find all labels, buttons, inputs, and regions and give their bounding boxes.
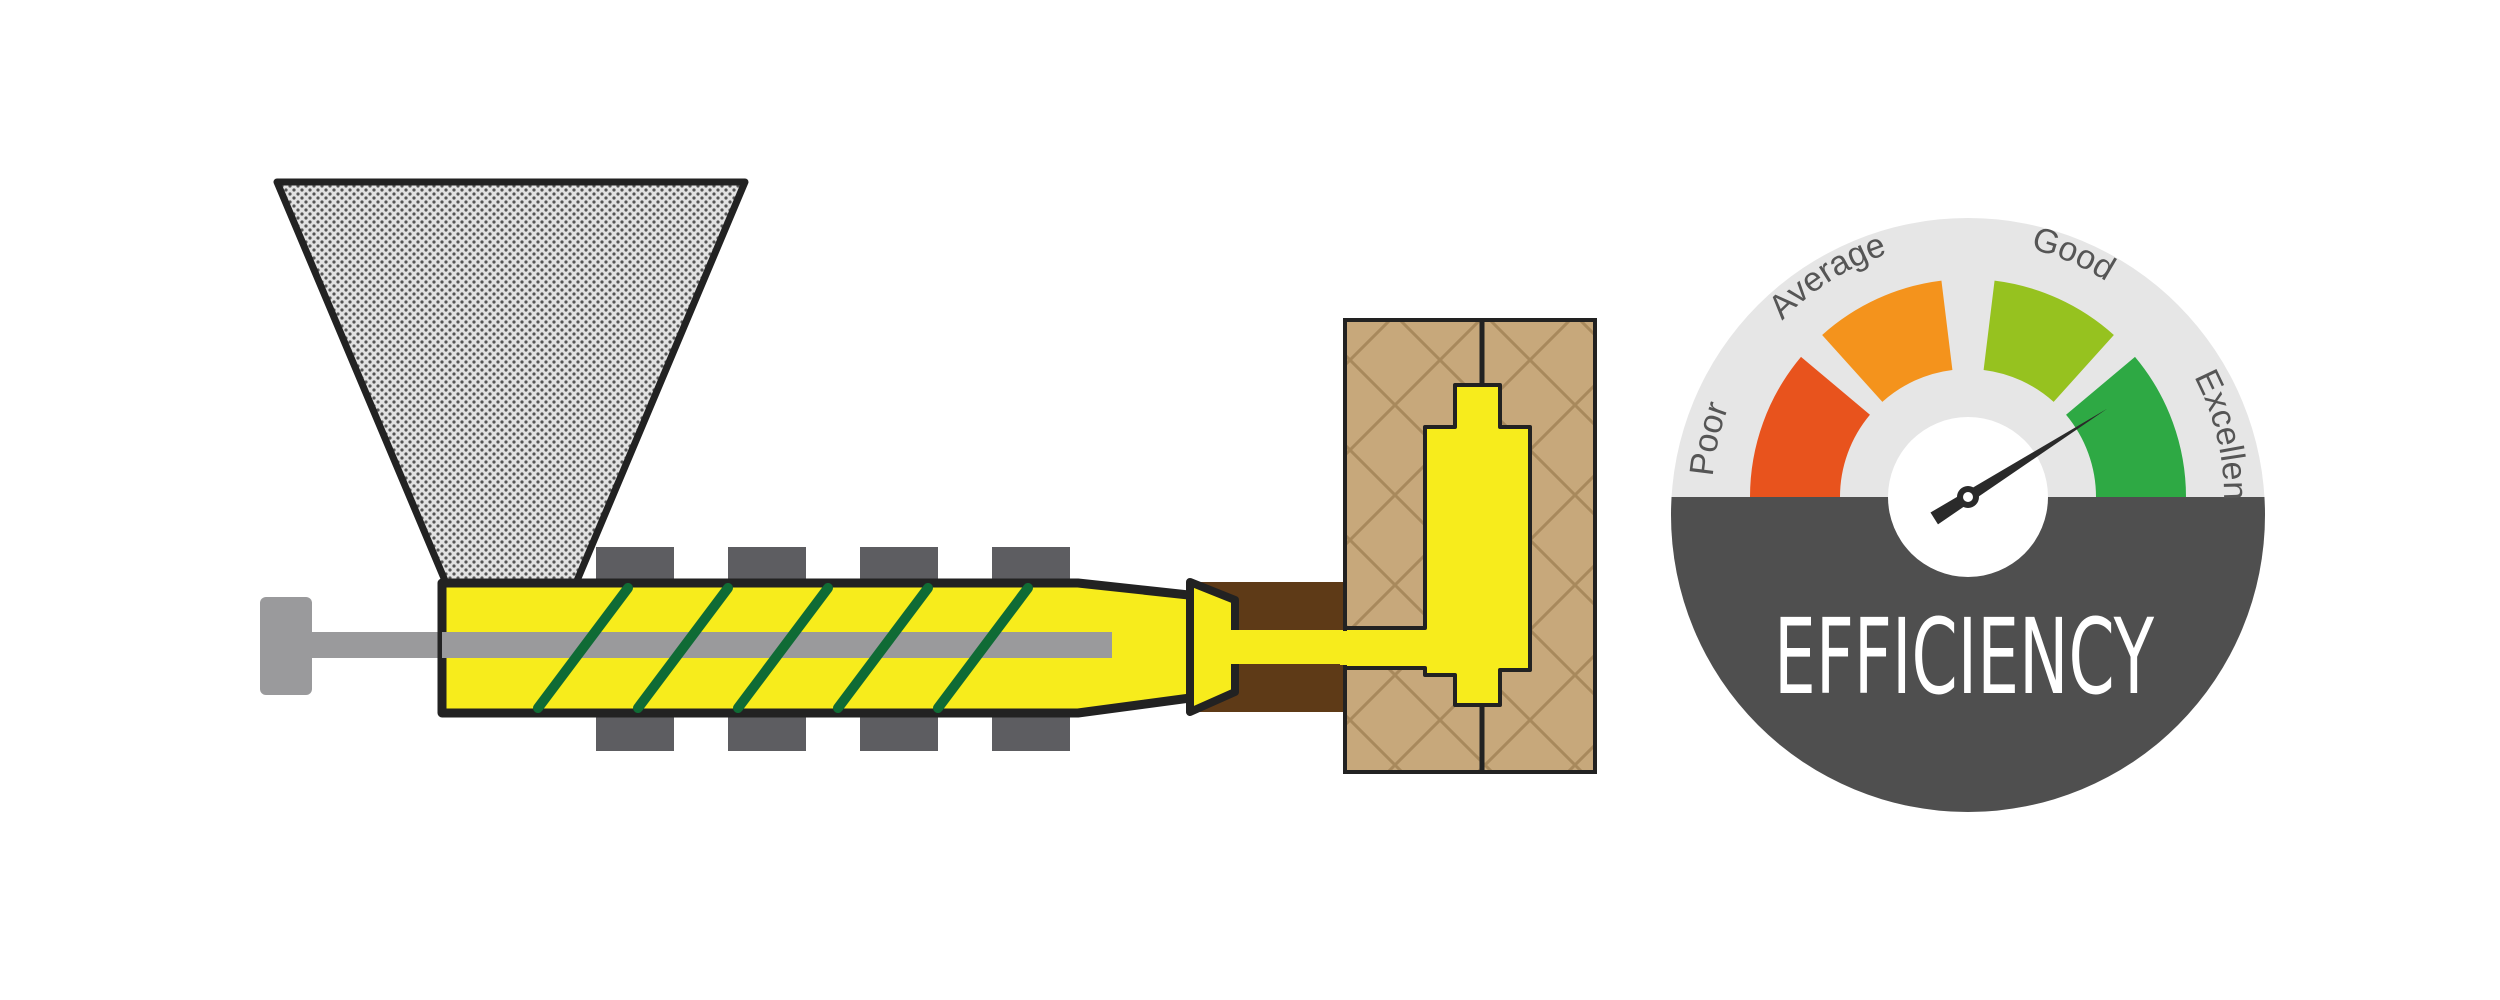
mold-icon (1340, 318, 1597, 774)
gauge-segment-excellent (2066, 356, 2186, 497)
screw-icon (533, 583, 1033, 713)
injection-machine (260, 178, 1597, 774)
screw-flight-3 (733, 583, 833, 713)
gauge-segment-poor (1750, 356, 1870, 497)
nozzle-block (1186, 578, 1346, 716)
screw-flight-2 (633, 583, 733, 713)
screw-flight-4 (833, 583, 933, 713)
hopper-icon (273, 178, 749, 587)
screw-handle-icon (260, 597, 450, 695)
barrel-icon (437, 578, 1240, 718)
mold-cavity (1343, 383, 1532, 707)
gauge-segment-good (1983, 280, 2114, 402)
gauge-segment-average (1822, 280, 1953, 402)
gauge-needle-icon (1930, 408, 2108, 525)
gauge-segments (1750, 280, 2186, 497)
gauge-needle-pivot-center (1963, 492, 1973, 502)
screw-flight-1 (533, 583, 633, 713)
gauge-title: EFFICIENCY (1774, 596, 2154, 718)
screw-flight-5 (933, 583, 1033, 713)
